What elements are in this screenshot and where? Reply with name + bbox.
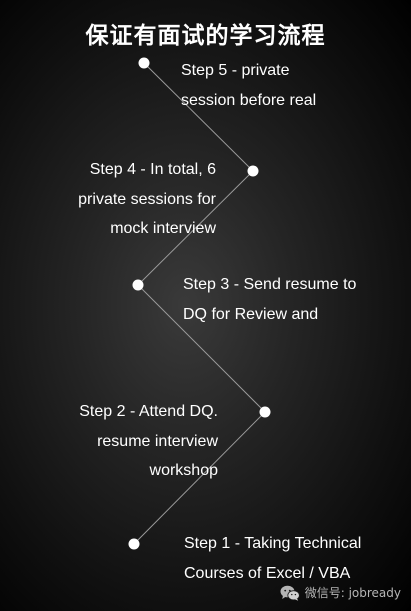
step-2-node xyxy=(259,406,271,418)
step-1-line-1: Step 1 - Taking Technical xyxy=(184,535,362,552)
step-3-line-2: DQ for Review and xyxy=(183,305,319,323)
wechat-watermark: 微信号: jobready xyxy=(280,584,401,601)
step-4-line-1: Step 4 - In total, 6 xyxy=(89,161,216,178)
step-5-text: Step 5 - private session before real xyxy=(181,56,316,115)
step-2-line-3: workshop xyxy=(149,462,218,479)
step-2-text: Step 2 - Attend DQ. resume interview wor… xyxy=(79,397,218,486)
step-1-line-2: Courses of Excel / VBA xyxy=(184,564,351,582)
step-5-line-2: session before real xyxy=(181,91,317,109)
step-5-node xyxy=(138,57,150,69)
step-4-line-3: mock interview xyxy=(110,220,216,237)
step-1-node xyxy=(128,538,140,550)
step-4-line-2: private sessions for xyxy=(78,190,216,208)
step-3-text: Step 3 - Send resume to DQ for Review an… xyxy=(183,270,356,329)
step-2-line-1: Step 2 - Attend DQ. xyxy=(79,403,218,420)
wechat-icon xyxy=(280,585,300,601)
step-4-node xyxy=(247,165,259,177)
page-title: 保证有面试的学习流程 xyxy=(85,23,326,49)
step-2-line-2: resume interview xyxy=(97,432,218,450)
step-4-text: Step 4 - In total, 6 private sessions fo… xyxy=(78,155,216,244)
step-5-line-1: Step 5 - private xyxy=(181,62,290,79)
step-3-line-1: Step 3 - Send resume to xyxy=(183,276,357,293)
step-3-node xyxy=(132,279,144,291)
watermark-text: 微信号: jobready xyxy=(304,586,401,600)
step-1-text: Step 1 - Taking Technical Courses of Exc… xyxy=(184,529,361,588)
